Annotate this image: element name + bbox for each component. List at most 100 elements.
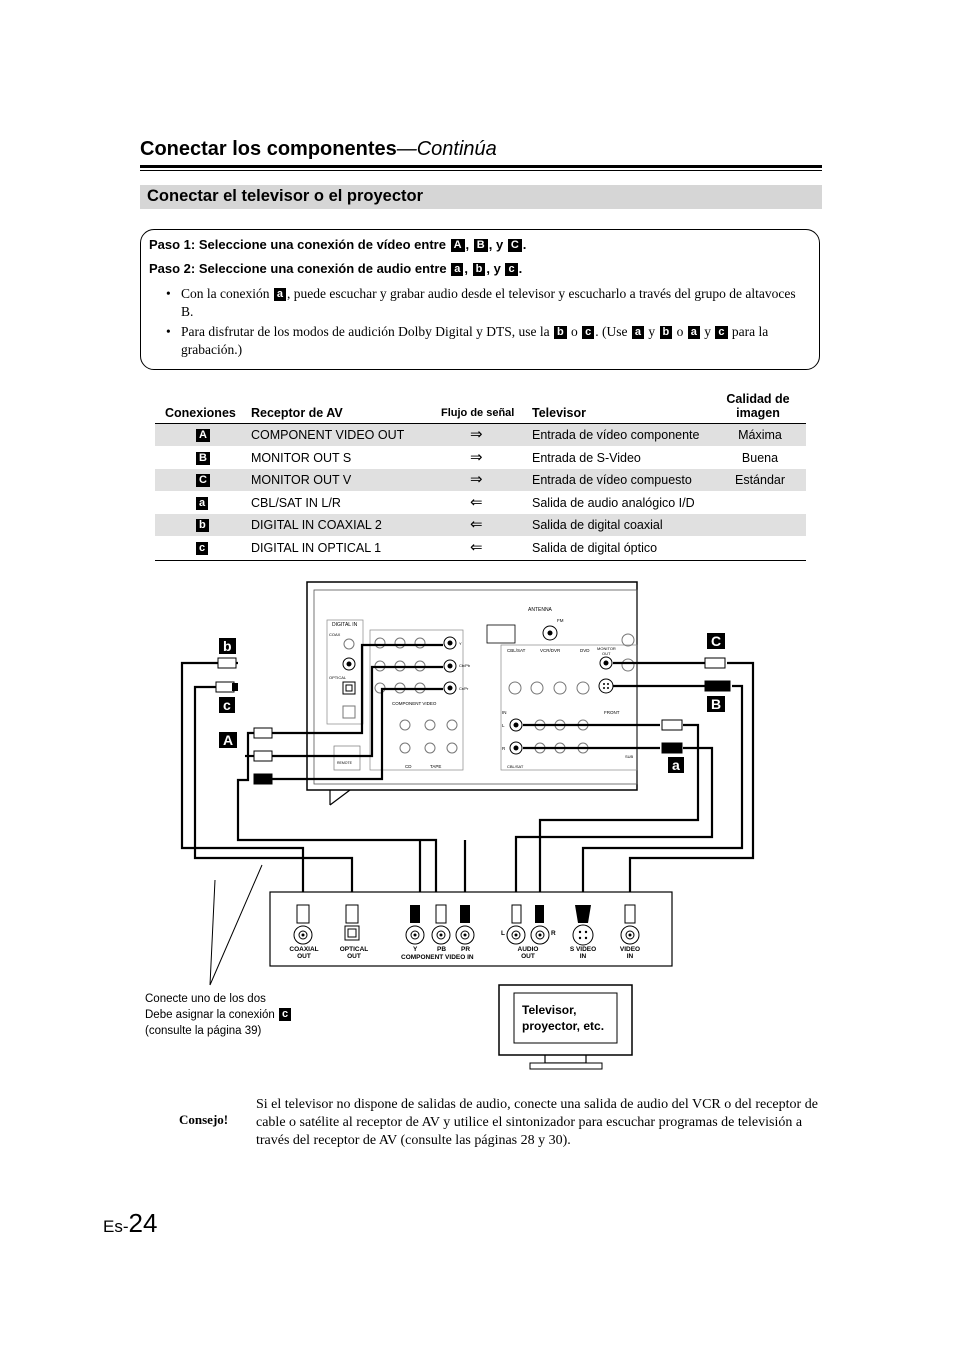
connection-badge: c (196, 541, 209, 555)
svg-text:FRONT: FRONT (604, 710, 620, 715)
svg-text:OUT: OUT (602, 651, 611, 656)
step-1-sep: , (465, 237, 470, 252)
bullet-2-t7: para la grabación.) (181, 324, 769, 357)
badge-A: A (450, 239, 465, 252)
table-top-rule (155, 423, 806, 424)
connection-badge: A (196, 429, 210, 442)
diagram-badge-c: c (219, 697, 235, 713)
svg-text:TAPE: TAPE (430, 764, 441, 769)
step-2-end: . (518, 261, 523, 276)
diagram-badge-b: b (219, 638, 236, 654)
col-header-quality: Calidad de imagen (726, 392, 790, 420)
page-number: Es-24 (103, 1208, 157, 1239)
col-header-flow: Flujo de señal (441, 407, 515, 419)
l-label: L (501, 930, 505, 937)
bullet-2: • Para disfrutar de los modos de audició… (166, 323, 808, 359)
bullet-1-post: , puede escuchar y grabar audio desde el… (181, 286, 796, 319)
diagram-badge-A: A (219, 732, 238, 748)
continued-label: —Continúa (396, 138, 497, 160)
bullet-1: • Con la conexión a, puede escuchar y gr… (166, 285, 808, 321)
receiver-cell: MONITOR OUT V (251, 473, 352, 487)
flow-arrow: ⇒ (470, 426, 483, 443)
note-line-2: Debe asignar la conexión c (145, 1007, 292, 1023)
tip-label: Consejo! (179, 1112, 229, 1127)
step-2-sep: , (464, 261, 469, 276)
svg-text:VCR/DVR: VCR/DVR (540, 648, 561, 653)
step-2: Paso 2: Seleccione una conexión de audio… (149, 261, 522, 276)
connection-badge: C (196, 474, 210, 487)
optical-out-label: OPTICAL OUT (339, 946, 369, 960)
svg-text:DIGITAL IN: DIGITAL IN (332, 622, 358, 628)
flow-arrow: ⇒ (470, 448, 483, 466)
svg-text:CBL/SAT: CBL/SAT (507, 648, 526, 653)
step-2-sep: , y (486, 261, 501, 276)
svg-text:Cr/Pr: Cr/Pr (459, 686, 469, 691)
badge-c: c (582, 326, 595, 339)
page-prefix: Es- (103, 1217, 129, 1236)
audio-out-label: AUDIO OUT (517, 946, 539, 960)
bullet-2-t4: y (648, 324, 656, 339)
bullet-2-t1: Para disfrutar de los modos de audición … (181, 324, 550, 339)
badge-b: b (553, 326, 567, 339)
svg-text:CD: CD (405, 764, 412, 769)
svg-text:FM: FM (557, 618, 564, 623)
bullet-1-pre: Con la conexión (181, 286, 270, 301)
flow-arrow: ⇐ (470, 493, 483, 511)
receiver-cell: COMPONENT VIDEO OUT (251, 428, 405, 442)
steps-box (140, 229, 820, 370)
svg-text:OPTICAL: OPTICAL (329, 675, 347, 680)
connection-badge: a (196, 496, 209, 510)
badge-c: c (278, 1008, 292, 1021)
receiver-cell: CBL/SAT IN L/R (251, 495, 341, 510)
tv-panel (269, 891, 673, 967)
quality-cell: Máxima (738, 428, 782, 442)
tv-cell: Salida de digital óptico (532, 540, 658, 555)
step-1: Paso 1: Seleccione una conexión de vídeo… (149, 237, 526, 252)
connection-diagram: DIGITAL IN COAX OPTICAL REMOTE CD TAPE C… (180, 581, 755, 1070)
flow-arrow: ⇐ (470, 516, 483, 533)
svg-text:MONITOR: MONITOR (597, 646, 616, 651)
svg-text:Y: Y (459, 641, 462, 646)
tv-cell: Entrada de vídeo componente (532, 428, 700, 442)
tv-cell: Entrada de S-Video (532, 450, 641, 465)
component-video-in-label: COMPONENT VIDEO IN (401, 954, 474, 961)
tv-cell: Salida de digital coaxial (532, 518, 663, 532)
table-bottom-rule (155, 560, 806, 561)
section-bar (140, 185, 822, 209)
badge-b: b (659, 326, 673, 339)
badge-a: a (631, 326, 645, 339)
table-row: a CBL/SAT IN L/R ⇐ Salida de audio analógic… (155, 492, 806, 514)
diagram-note: Conecte uno de los dos Debe asignar la c… (145, 991, 292, 1039)
col-header-connections: Conexiones (165, 406, 236, 420)
tv-set-illustration (498, 984, 633, 1070)
svg-text:IN: IN (502, 710, 507, 715)
tv-cell: Salida de audio analógico I/D (532, 495, 695, 510)
badge-a: a (451, 263, 464, 276)
svg-text:COMPONENT VIDEO: COMPONENT VIDEO (392, 701, 437, 706)
diagram-badge-a: a (668, 757, 684, 773)
badge-a: a (273, 288, 286, 301)
pb-label: PB (437, 946, 447, 953)
badge-B: B (473, 239, 488, 252)
svg-text:SUB: SUB (625, 754, 634, 759)
svg-text:COAX: COAX (329, 632, 341, 637)
page-title: Conectar los componentes (140, 138, 397, 160)
step-1-end: . (522, 237, 527, 252)
connection-badge: B (196, 451, 210, 465)
diagram-badge-C: C (707, 633, 726, 649)
note-line-3: (consulte la página 39) (145, 1025, 262, 1037)
note-pointer (209, 864, 263, 986)
s-video-in-label: S VIDEO IN (569, 946, 597, 960)
svg-text:Cb/Pb: Cb/Pb (459, 663, 471, 668)
table-row: A COMPONENT VIDEO OUT ⇒ Entrada de vídeo co… (155, 424, 806, 446)
flow-arrow: ⇒ (470, 471, 483, 488)
svg-text:CBL/SAT: CBL/SAT (507, 764, 524, 769)
cables (180, 643, 755, 907)
col-header-receiver: Receptor de AV (251, 406, 343, 420)
note-line-1: Conecte uno de los dos (145, 993, 266, 1005)
step-1-text: Paso 1: Seleccione una conexión de vídeo… (149, 237, 446, 252)
cable-plugs (215, 657, 731, 785)
